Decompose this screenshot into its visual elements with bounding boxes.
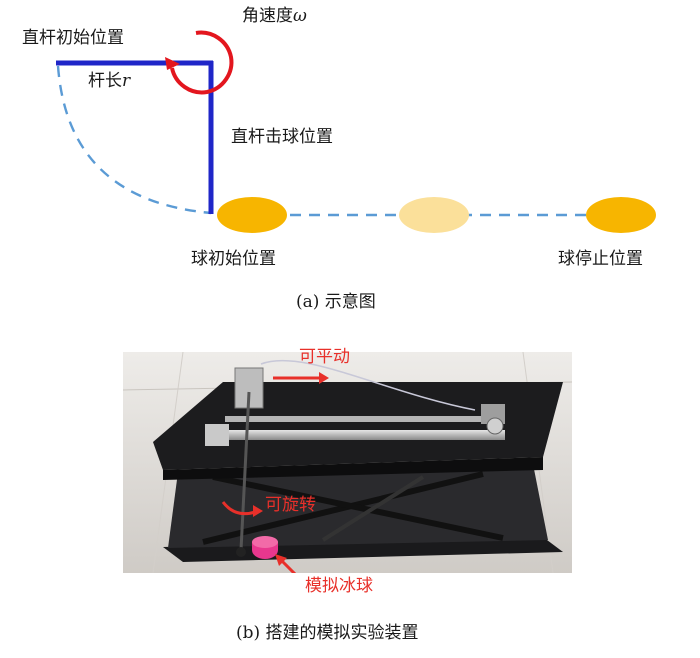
- ball-stop: [586, 197, 656, 233]
- scissor-arm: [321, 475, 425, 542]
- label-hit-position: 直杆击球位置: [231, 127, 333, 147]
- arrow-puck-head: [275, 554, 287, 566]
- ball-initial: [217, 197, 287, 233]
- pulley: [486, 417, 504, 435]
- label-ball-stop: 球停止位置: [558, 249, 643, 269]
- label-rod-length: 杆长r: [88, 73, 130, 90]
- rod-swing-arc: [56, 65, 212, 215]
- rod-length-symbol: r: [122, 71, 131, 91]
- scissor-arm: [202, 471, 484, 545]
- arrow-puck: [279, 558, 297, 573]
- angular-velocity-symbol: ω: [293, 6, 307, 26]
- annotation-translatable: 可平动: [299, 347, 350, 367]
- schematic-diagram: [56, 30, 656, 233]
- cable: [260, 359, 476, 411]
- angular-velocity-text: 角速度: [242, 6, 293, 26]
- hitting-rod: [239, 391, 251, 551]
- label-angular-velocity: 角速度ω: [242, 8, 307, 25]
- annotation-rotatable: 可旋转: [265, 495, 316, 515]
- label-initial-position: 直杆初始位置: [22, 28, 124, 48]
- caption-a: (a) 示意图: [296, 292, 376, 312]
- annotation-simulated-puck: 模拟冰球: [305, 576, 373, 596]
- scissor-arm: [212, 474, 504, 541]
- arrow-rotate: [221, 501, 256, 516]
- table-top-edge: [163, 457, 543, 480]
- rotation-arrowhead: [165, 57, 180, 70]
- rotation-arrow-icon: [170, 30, 234, 95]
- rail-end-block: [205, 424, 229, 446]
- linear-rail-rear: [225, 416, 497, 422]
- caption-b: (b) 搭建的模拟实验装置: [236, 623, 419, 643]
- apparatus-photo: [123, 352, 572, 573]
- linear-rail: [215, 430, 505, 440]
- arrow-rotate-head: [253, 505, 263, 517]
- simulated-puck-top: [252, 536, 278, 548]
- rod-tip: [236, 547, 246, 557]
- rod-length-text: 杆长: [88, 71, 122, 91]
- ball-moving-ghost: [399, 197, 469, 233]
- label-ball-initial: 球初始位置: [191, 249, 276, 269]
- arrow-translate-head: [319, 372, 329, 384]
